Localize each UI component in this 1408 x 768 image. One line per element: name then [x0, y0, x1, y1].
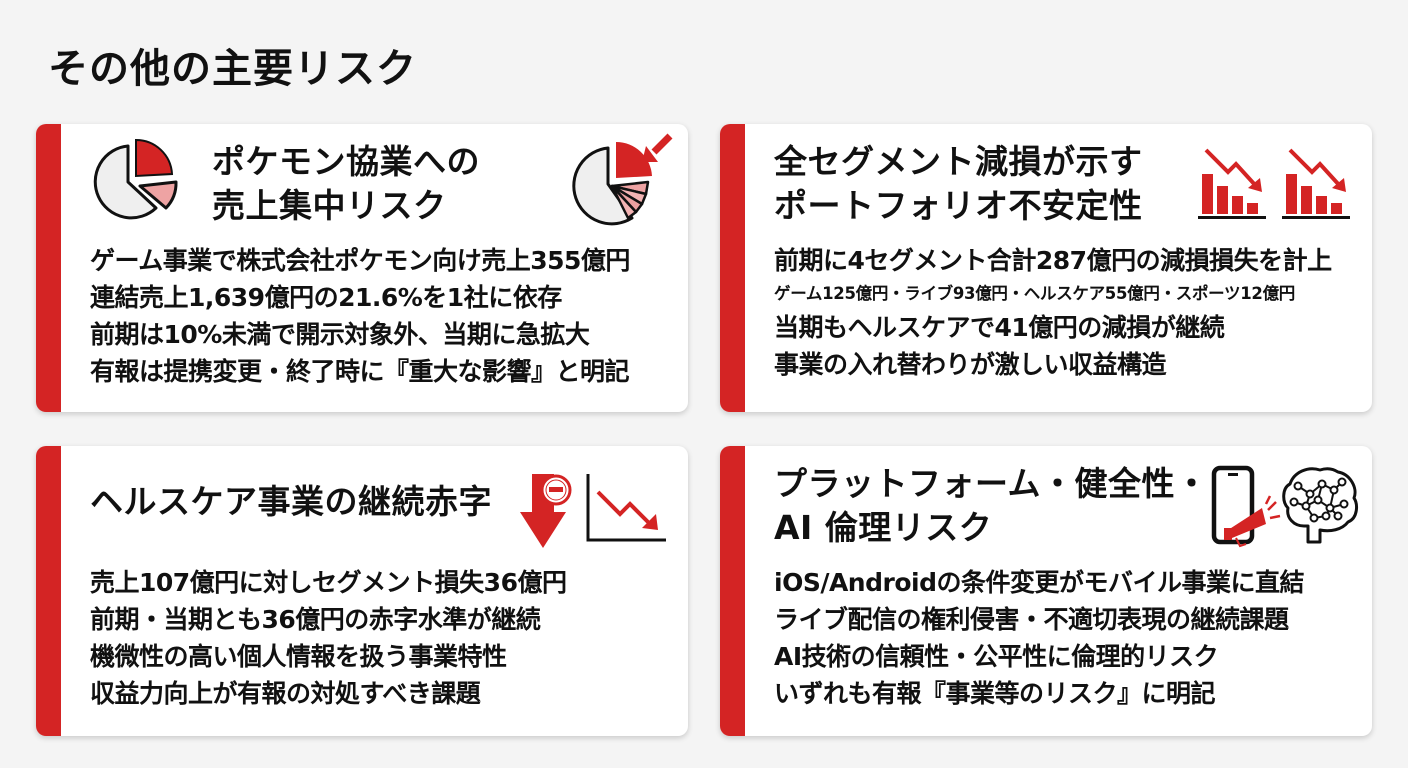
card-title-line: ヘルスケア事業の継続赤字: [90, 482, 492, 521]
body-line: 事業の入れ替わりが激しい収益構造: [774, 350, 1167, 379]
card-body: 前期に4セグメント合計287億円の減損損失を計上 ゲーム125億円・ライブ93億…: [774, 242, 1332, 383]
declining-bar-chart-icon: [1282, 148, 1350, 219]
body-line: AI技術の信頼性・公平性に倫理的リスク: [774, 642, 1219, 671]
risk-card-segment-impairment: 全セグメント減損が示す ポートフォリオ不安定性 前期に4セグメント合計287億円…: [720, 124, 1372, 412]
body-line-breakdown: ゲーム125億円・ライブ93億円・ヘルスケア55億円・スポーツ12億円: [774, 284, 1296, 303]
card-body: ゲーム事業で株式会社ポケモン向け売上355億円 連結売上1,639億円の21.6…: [90, 242, 630, 390]
declining-bar-chart-icon: [1198, 148, 1266, 219]
card-title: ヘルスケア事業の継続赤字: [90, 480, 492, 524]
card-accent-bar: [720, 124, 745, 412]
card-accent-bar: [720, 446, 745, 736]
body-line: 前期は10%未満で開示対象外、当期に急拡大: [90, 320, 590, 349]
pie-chart-arrow-icon: [572, 133, 673, 226]
body-line: 前期に4セグメント合計287億円の減損損失を計上: [774, 246, 1332, 275]
card-title-line: 売上集中リスク: [212, 186, 447, 225]
body-line: いずれも有報『事業等のリスク』に明記: [774, 679, 1216, 708]
risk-card-pokemon-concentration: ポケモン協業への 売上集中リスク ゲーム事業で株式会社ポケモン向け売上355億円…: [36, 124, 688, 412]
risk-card-platform-ai-ethics: プラットフォーム・健全性・ AI 倫理リスク: [720, 446, 1372, 736]
card-title: プラットフォーム・健全性・ AI 倫理リスク: [774, 462, 1209, 550]
card-body: 売上107億円に対しセグメント損失36億円 前期・当期とも36億円の赤字水準が継…: [90, 564, 567, 712]
body-line: iOS/Androidの条件変更がモバイル事業に直結: [774, 568, 1304, 597]
ai-brain-icon: [1282, 467, 1358, 544]
card-title-line: ポケモン協業への: [212, 142, 480, 181]
body-line: 連結売上1,639億円の21.6%を1社に依存: [90, 283, 562, 312]
minus-down-arrow-icon: [520, 474, 572, 548]
card-accent-bar: [36, 446, 61, 736]
risk-card-healthcare-deficit: ヘルスケア事業の継続赤字 売上107億円に対しセグメント損失36億円 前期・当期…: [36, 446, 688, 736]
pie-chart-icon: [93, 138, 178, 220]
declining-line-chart-icon: [586, 474, 666, 542]
body-line: 有報は提携変更・終了時に『重大な影響』と明記: [90, 357, 630, 386]
card-accent-bar: [36, 124, 61, 412]
card-body: iOS/Androidの条件変更がモバイル事業に直結 ライブ配信の権利侵害・不適…: [774, 564, 1304, 712]
page-title: その他の主要リスク: [48, 46, 417, 92]
body-line: 収益力向上が有報の対処すべき課題: [90, 679, 481, 708]
body-line: 売上107億円に対しセグメント損失36億円: [90, 568, 567, 597]
card-title-line: ポートフォリオ不安定性: [774, 186, 1143, 225]
card-title-line: AI 倫理リスク: [774, 508, 993, 547]
card-title: ポケモン協業への 売上集中リスク: [212, 140, 480, 228]
smartphone-megaphone-icon: [1211, 465, 1281, 548]
card-title: 全セグメント減損が示す ポートフォリオ不安定性: [774, 140, 1143, 228]
body-line: ゲーム事業で株式会社ポケモン向け売上355億円: [90, 246, 630, 275]
body-line: 機微性の高い個人情報を扱う事業特性: [90, 642, 507, 671]
body-line: ライブ配信の権利侵害・不適切表現の継続課題: [774, 605, 1289, 634]
body-line: 当期もヘルスケアで41億円の減損が継続: [774, 313, 1225, 342]
card-title-line: 全セグメント減損が示す: [774, 142, 1143, 181]
card-title-line: プラットフォーム・健全性・: [774, 464, 1209, 503]
body-line: 前期・当期とも36億円の赤字水準が継続: [90, 605, 541, 634]
